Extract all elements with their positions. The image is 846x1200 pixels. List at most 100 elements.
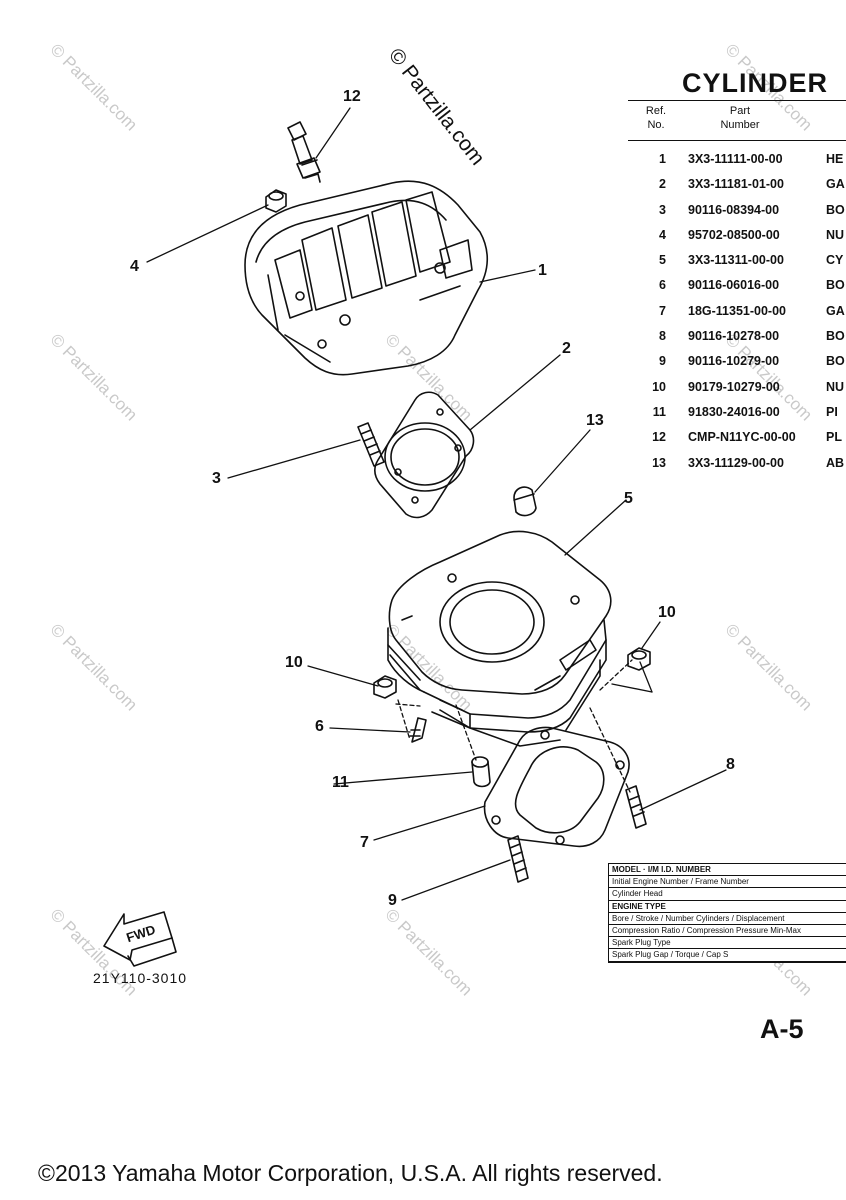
spec-row: Spark Plug Gap / Torque / Cap S bbox=[609, 949, 846, 962]
table-divider bbox=[628, 100, 846, 101]
part-number: 3X3-11111-00-00 bbox=[688, 152, 783, 166]
table-row: 2 3X3-11181-01-00 GA bbox=[628, 177, 846, 202]
table-row: 1 3X3-11111-00-00 HE bbox=[628, 152, 846, 177]
callout-10: 10 bbox=[658, 604, 676, 621]
base-gasket-part bbox=[483, 726, 630, 848]
stud-bolt-part bbox=[507, 835, 529, 883]
table-row: 5 3X3-11311-00-00 CY bbox=[628, 253, 846, 278]
part-description: NU bbox=[826, 379, 845, 394]
table-row: 4 95702-08500-00 NU bbox=[628, 228, 846, 253]
stud-bolt-part bbox=[357, 422, 385, 467]
part-number: 90116-10278-00 bbox=[688, 329, 780, 344]
ref-no: 8 bbox=[659, 329, 666, 344]
part-description: GA bbox=[826, 177, 845, 192]
header-ref-no: Ref.No. bbox=[645, 105, 667, 131]
part-description: BO bbox=[826, 354, 845, 369]
ref-no: 10 bbox=[652, 379, 666, 394]
part-number: 91830-24016-00 bbox=[688, 404, 780, 419]
table-row: 3 90116-08394-00 BO bbox=[628, 203, 846, 228]
spec-row: ENGINE TYPE bbox=[609, 900, 846, 913]
page-title: CYLINDER bbox=[682, 68, 829, 98]
callout-5: 5 bbox=[624, 490, 633, 507]
part-description: PI bbox=[826, 404, 838, 419]
damper-part bbox=[513, 486, 537, 517]
part-number: 3X3-11311-00-00 bbox=[688, 253, 784, 268]
table-row: 10 90179-10279-00 NU bbox=[628, 380, 846, 405]
spec-row: Cylinder Head bbox=[609, 888, 846, 901]
table-row: 8 90116-10278-00 BO bbox=[628, 329, 846, 354]
page-number: A-5 bbox=[760, 1014, 804, 1044]
part-number: 90116-08394-00 bbox=[688, 202, 780, 217]
callout-7: 7 bbox=[360, 834, 369, 851]
cylinder-part bbox=[387, 530, 612, 747]
ref-no: 6 bbox=[659, 278, 666, 293]
bolt-part bbox=[409, 717, 427, 743]
ref-no: 5 bbox=[659, 253, 666, 268]
part-description: PL bbox=[826, 430, 842, 445]
part-number: 18G-11351-00-00 bbox=[688, 303, 786, 318]
part-description: CY bbox=[826, 253, 844, 268]
part-description: AB bbox=[826, 455, 845, 470]
nut-part bbox=[265, 189, 287, 213]
spec-row: Bore / Stroke / Number Cylinders / Displ… bbox=[609, 913, 846, 925]
part-description: GA bbox=[826, 303, 845, 318]
table-row: 12 CMP-N11YC-00-00 PL bbox=[628, 430, 846, 455]
copyright-footer: ©2013 Yamaha Motor Corporation, U.S.A. A… bbox=[38, 1160, 663, 1186]
spec-row: MODEL · I/M I.D. NUMBER bbox=[609, 864, 846, 877]
callout-10: 10 bbox=[285, 654, 303, 671]
spec-row: Initial Engine Number / Frame Number bbox=[609, 876, 846, 889]
table-row: 11 91830-24016-00 PI bbox=[628, 405, 846, 430]
callout-6: 6 bbox=[315, 718, 324, 735]
table-row: 9 90116-10279-00 BO bbox=[628, 354, 846, 379]
part-description: BO bbox=[826, 278, 845, 293]
table-row: 6 90116-06016-00 BO bbox=[628, 278, 846, 303]
part-number: 3X3-11129-00-00 bbox=[688, 455, 784, 470]
ref-no: 3 bbox=[659, 202, 666, 217]
part-number: 90179-10279-00 bbox=[688, 379, 780, 394]
head-gasket-part bbox=[374, 391, 475, 519]
callout-13: 13 bbox=[586, 412, 604, 429]
part-description: NU bbox=[826, 227, 845, 242]
part-description: BO bbox=[826, 329, 845, 344]
table-row: 7 18G-11351-00-00 GA bbox=[628, 304, 846, 329]
ref-no: 12 bbox=[652, 430, 666, 445]
callout-9: 9 bbox=[388, 892, 397, 909]
spec-row: Compression Ratio / Compression Pressure… bbox=[609, 925, 846, 938]
part-number: 95702-08500-00 bbox=[688, 227, 780, 242]
part-description: BO bbox=[826, 202, 845, 217]
callout-2: 2 bbox=[562, 340, 571, 357]
cylinder-head-part bbox=[244, 180, 489, 376]
ref-no: 9 bbox=[659, 354, 666, 369]
part-number: CMP-N11YC-00-00 bbox=[688, 430, 796, 445]
nut-part bbox=[373, 647, 651, 699]
part-number: 90116-06016-00 bbox=[688, 278, 780, 293]
callout-3: 3 bbox=[212, 470, 221, 487]
callout-12: 12 bbox=[343, 88, 361, 105]
part-description: HE bbox=[826, 152, 844, 166]
bolt-part bbox=[625, 785, 647, 829]
ref-no: 4 bbox=[659, 227, 666, 242]
ref-no: 2 bbox=[659, 177, 666, 192]
ref-no: 1 bbox=[659, 152, 666, 166]
ref-no: 11 bbox=[652, 404, 666, 419]
callout-11: 11 bbox=[332, 774, 349, 791]
part-number: 90116-10279-00 bbox=[688, 354, 780, 369]
part-number: 3X3-11181-01-00 bbox=[688, 177, 784, 192]
fwd-arrow-icon bbox=[103, 911, 177, 967]
spark-plug-part bbox=[287, 121, 321, 183]
table-divider bbox=[628, 140, 846, 141]
table-row: 13 3X3-11129-00-00 AB bbox=[628, 456, 846, 481]
ref-no: 13 bbox=[652, 455, 666, 470]
spec-row: Spark Plug Type bbox=[609, 937, 846, 950]
dowel-pin-part bbox=[471, 756, 491, 788]
callout-8: 8 bbox=[726, 756, 735, 773]
ref-no: 7 bbox=[659, 303, 666, 318]
diagram-code: 21Y110-3010 bbox=[93, 970, 188, 986]
callout-1: 1 bbox=[538, 262, 547, 279]
callout-4: 4 bbox=[130, 258, 139, 275]
